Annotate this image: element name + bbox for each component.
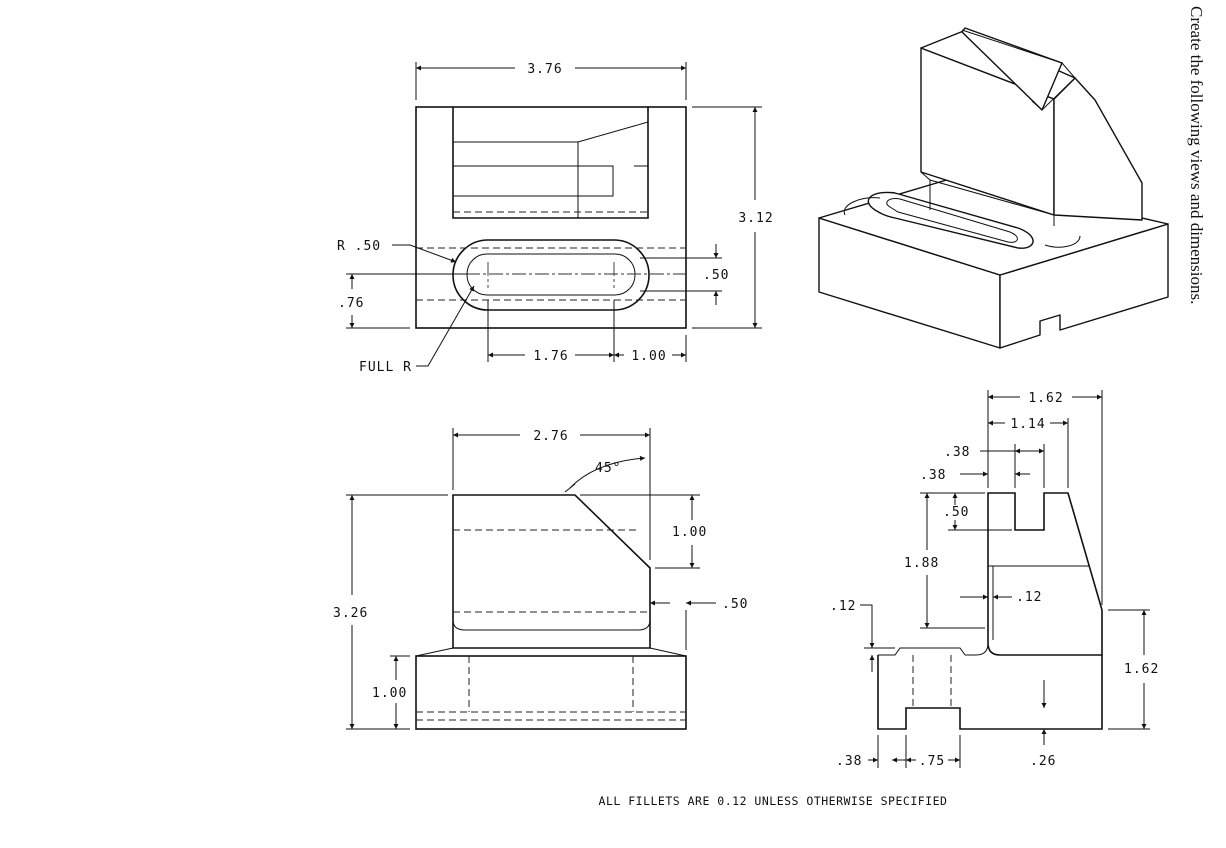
slot-offset-dim: .76 <box>338 296 364 311</box>
step-depth-dim: .50 <box>722 597 748 612</box>
side-overall-width-dim: 1.62 <box>1028 391 1063 406</box>
top-view: 3.76 3.12 R .50 .50 .76 FULL R 1.76 1.00 <box>337 62 773 375</box>
upright-width-dim: 2.76 <box>533 429 568 444</box>
side-base-height-dim: 1.62 <box>1124 662 1159 677</box>
overall-height-dim: 3.26 <box>333 606 368 621</box>
top-width-dim: 3.76 <box>527 62 562 77</box>
side-view: 1.62 1.14 .38 .38 .50 1.88 .12 .12 <box>830 390 1159 769</box>
front-view: 2.76 45° 1.00 .50 3.26 1.00 <box>333 428 748 730</box>
side-groove-offset-dim: .38 <box>836 754 862 769</box>
side-groove-depth-dim: .26 <box>1030 754 1056 769</box>
side-fillet-offset-dim: .12 <box>1016 590 1042 605</box>
chamfer-angle-dim: 45° <box>595 461 621 476</box>
side-slot-depth-dim: .50 <box>943 505 969 520</box>
top-depth-dim: 3.12 <box>738 211 773 226</box>
side-slot-left-offset-dim: .38 <box>920 468 946 483</box>
side-recess-depth-dim: .12 <box>830 599 856 614</box>
slot-end-offset-dim: 1.00 <box>631 349 666 364</box>
side-groove-width-dim: .75 <box>919 754 945 769</box>
instruction-text: Create the following views and dimension… <box>1187 6 1206 304</box>
chamfer-height-dim: 1.00 <box>672 525 707 540</box>
side-slot-right-offset-dim: 1.14 <box>1010 417 1045 432</box>
slot-length-dim: 1.76 <box>533 349 568 364</box>
fillet-note: ALL FILLETS ARE 0.12 UNLESS OTHERWISE SP… <box>599 794 948 808</box>
base-height-dim: 1.00 <box>372 686 407 701</box>
slot-width-dim: .50 <box>703 268 729 283</box>
full-radius-dim: FULL R <box>359 360 412 375</box>
side-upright-height-dim: 1.88 <box>904 556 939 571</box>
slot-radius-dim: R .50 <box>337 239 381 254</box>
side-slot-width-dim: .38 <box>944 445 970 460</box>
isometric-view <box>818 27 1169 349</box>
